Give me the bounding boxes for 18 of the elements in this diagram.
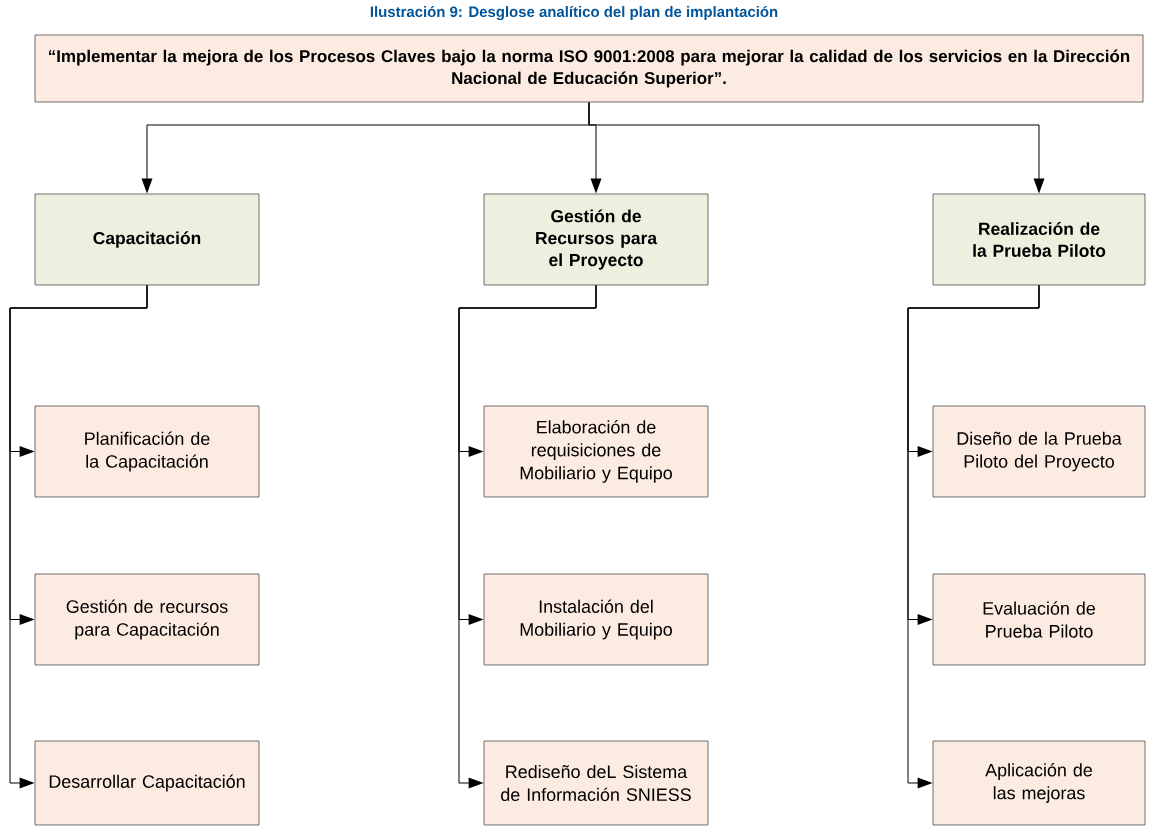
figure-title: Ilustración 9: Desglose analítico del plan de implantación (370, 5, 778, 21)
phase-box: Realización de la Prueba Piloto (932, 193, 1146, 286)
phase-box: Capacitación (34, 193, 260, 286)
task-box: Rediseño deL Sistema de Información SNIESS (483, 740, 709, 826)
task-box: Diseño de la Prueba Piloto del Proyecto (932, 405, 1146, 498)
task-box: Evaluación de Prueba Piloto (932, 573, 1146, 666)
task-box: Elaboración de requisiciones de Mobiliario y Equipo (483, 405, 709, 498)
task-box: Planificación de la Capacitación (34, 405, 260, 498)
connector-arrow (458, 284, 597, 789)
task-box: Instalación del Mobiliario y Equipo (483, 573, 709, 666)
phase-box: Gestión de Recursos para el Proyecto (483, 193, 709, 286)
connector-arrow (588, 101, 1045, 194)
connector-arrow (907, 284, 1040, 789)
task-box: Gestión de recursos para Capacitación (34, 573, 260, 666)
task-box: Desarrollar Capacitación (34, 740, 260, 826)
connector-arrow (9, 284, 148, 789)
task-box: Aplicación de las mejoras (932, 740, 1146, 826)
goal-box: “Implementar la mejora de los Procesos Claves bajo la norma ISO 9001:2008 para mejorar la calidad de los servicios en la Dirección Nacional de Educación Superior”. (34, 34, 1144, 103)
